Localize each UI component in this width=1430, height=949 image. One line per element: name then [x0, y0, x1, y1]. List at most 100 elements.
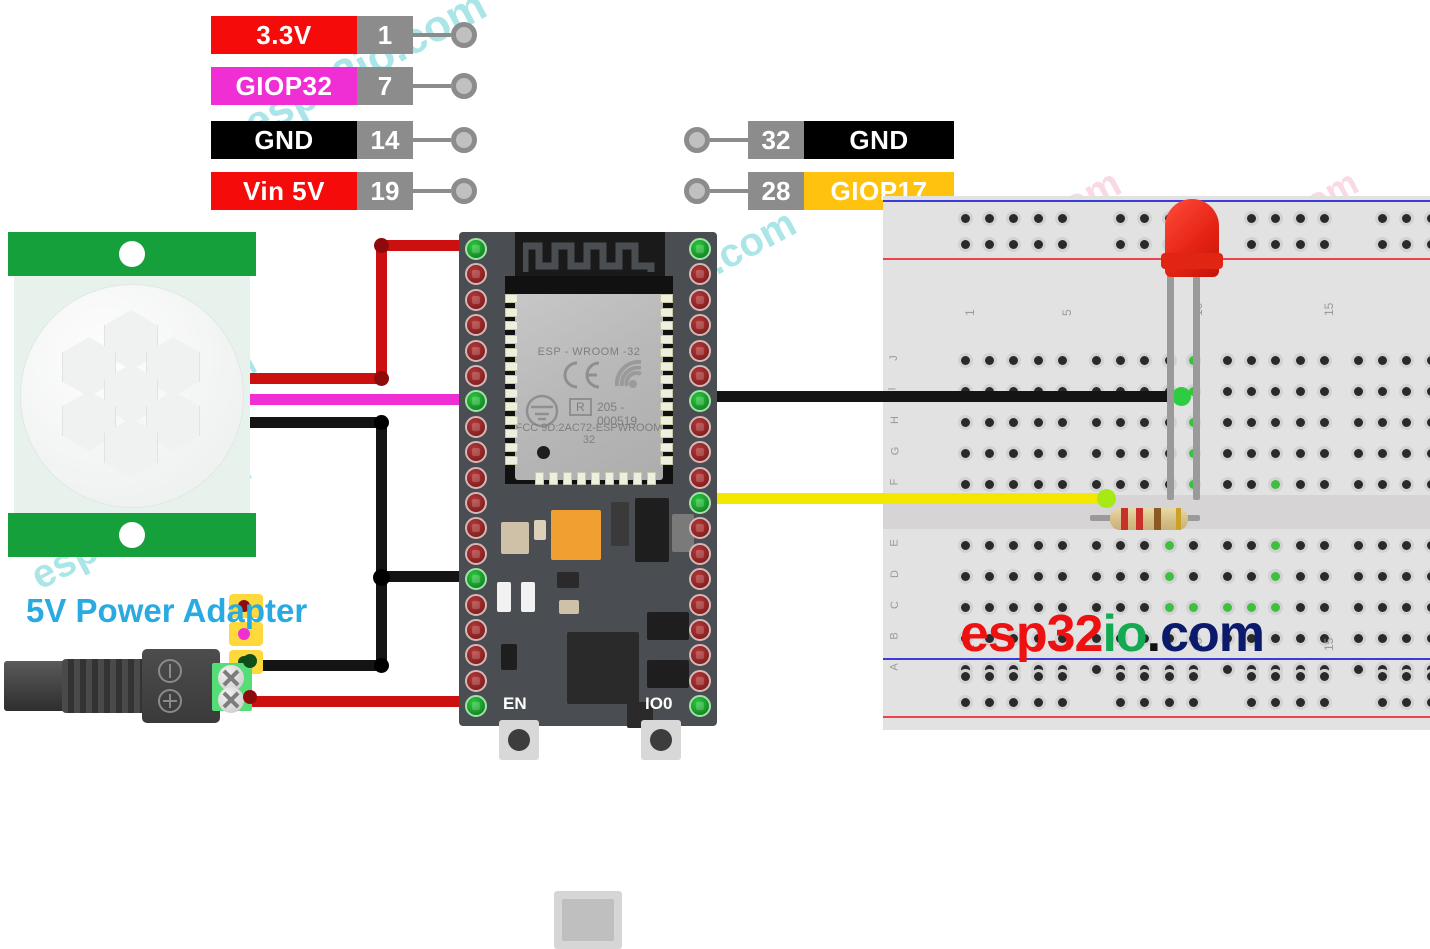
breadboard-hole[interactable]: [1354, 634, 1363, 643]
breadboard-hole[interactable]: [1033, 214, 1043, 223]
breadboard-hole[interactable]: [1164, 665, 1174, 674]
breadboard-hole[interactable]: [961, 214, 970, 223]
breadboard-hole[interactable]: [1247, 418, 1257, 427]
breadboard-hole[interactable]: [1057, 480, 1067, 489]
breadboard-hole[interactable]: [1116, 449, 1126, 458]
breadboard-hole[interactable]: [1354, 418, 1363, 427]
breadboard-hole[interactable]: [1223, 418, 1232, 427]
esp32-pin-12[interactable]: [465, 517, 487, 540]
breadboard-hole[interactable]: [1402, 634, 1412, 643]
breadboard-hole[interactable]: [1319, 572, 1329, 581]
breadboard-hole[interactable]: [1116, 480, 1126, 489]
esp32-pin-17[interactable]: [465, 644, 487, 667]
breadboard-hole[interactable]: [985, 603, 995, 612]
breadboard-hole[interactable]: [1354, 541, 1363, 550]
breadboard-hole[interactable]: [1295, 672, 1305, 681]
breadboard-hole[interactable]: [1057, 672, 1067, 681]
breadboard-hole[interactable]: [1354, 356, 1363, 365]
breadboard-hole[interactable]: [1271, 541, 1281, 550]
breadboard-hole[interactable]: [1295, 665, 1305, 674]
breadboard-hole[interactable]: [1319, 356, 1329, 365]
breadboard-hole[interactable]: [1426, 356, 1430, 365]
breadboard-hole[interactable]: [1319, 214, 1329, 223]
breadboard-hole[interactable]: [1247, 480, 1257, 489]
breadboard-hole[interactable]: [1271, 480, 1281, 489]
breadboard-hole[interactable]: [1247, 449, 1257, 458]
breadboard-hole[interactable]: [1378, 449, 1388, 458]
breadboard-hole[interactable]: [1378, 418, 1388, 427]
io0-button[interactable]: [641, 720, 681, 760]
breadboard-hole[interactable]: [1378, 356, 1388, 365]
breadboard-hole[interactable]: [1033, 356, 1043, 365]
esp32-pin-18[interactable]: [465, 669, 487, 692]
breadboard-hole[interactable]: [1426, 603, 1430, 612]
breadboard-hole[interactable]: [1223, 541, 1232, 550]
breadboard-hole[interactable]: [1092, 449, 1101, 458]
esp32-pin-8[interactable]: [465, 415, 487, 438]
breadboard-hole[interactable]: [1402, 214, 1412, 223]
breadboard-hole[interactable]: [1223, 356, 1232, 365]
breadboard-hole[interactable]: [1009, 572, 1019, 581]
breadboard-hole[interactable]: [1164, 603, 1174, 612]
breadboard-hole[interactable]: [1033, 572, 1043, 581]
breadboard-hole[interactable]: [1033, 480, 1043, 489]
breadboard-hole[interactable]: [961, 603, 970, 612]
en-button[interactable]: [499, 720, 539, 760]
breadboard-hole[interactable]: [1092, 356, 1101, 365]
esp32-pin-16[interactable]: [689, 619, 711, 641]
breadboard-hole[interactable]: [985, 665, 995, 674]
esp32-pin-2[interactable]: [465, 263, 487, 286]
esp32-pin-6[interactable]: [465, 365, 487, 387]
breadboard-hole[interactable]: [1295, 214, 1305, 223]
breadboard-hole[interactable]: [1009, 672, 1019, 681]
breadboard-hole[interactable]: [1033, 634, 1043, 643]
breadboard-hole[interactable]: [1247, 672, 1257, 681]
breadboard-hole[interactable]: [1271, 603, 1281, 612]
breadboard-hole[interactable]: [1378, 240, 1388, 249]
breadboard-hole[interactable]: [1247, 698, 1257, 707]
breadboard-hole[interactable]: [1319, 480, 1329, 489]
breadboard-hole[interactable]: [1247, 387, 1257, 396]
breadboard-hole[interactable]: [1223, 449, 1232, 458]
breadboard-hole[interactable]: [961, 541, 970, 550]
breadboard-hole[interactable]: [1223, 572, 1232, 581]
breadboard-hole[interactable]: [1116, 356, 1126, 365]
breadboard-hole[interactable]: [1009, 634, 1019, 643]
breadboard-hole[interactable]: [1354, 387, 1363, 396]
breadboard-hole[interactable]: [1140, 603, 1150, 612]
breadboard-hole[interactable]: [1354, 603, 1363, 612]
esp32-pin-8[interactable]: [689, 415, 711, 438]
breadboard-hole[interactable]: [1057, 418, 1067, 427]
breadboard-hole[interactable]: [1009, 541, 1019, 550]
breadboard-hole[interactable]: [1271, 214, 1281, 223]
breadboard-hole[interactable]: [1271, 665, 1281, 674]
breadboard-hole[interactable]: [985, 449, 995, 458]
breadboard-hole[interactable]: [1057, 698, 1067, 707]
esp32-pin-19[interactable]: [465, 695, 487, 718]
breadboard-hole[interactable]: [1116, 541, 1126, 550]
breadboard-hole[interactable]: [1092, 541, 1101, 550]
breadboard-hole[interactable]: [1057, 541, 1067, 550]
breadboard-hole[interactable]: [1378, 387, 1388, 396]
esp32-pin-3[interactable]: [465, 288, 487, 311]
breadboard-hole[interactable]: [1164, 698, 1174, 707]
breadboard-hole[interactable]: [961, 240, 970, 249]
breadboard-hole[interactable]: [1402, 418, 1412, 427]
breadboard-hole[interactable]: [985, 672, 995, 681]
breadboard-hole[interactable]: [961, 449, 970, 458]
breadboard-hole[interactable]: [1295, 698, 1305, 707]
breadboard-hole[interactable]: [1247, 603, 1257, 612]
breadboard-hole[interactable]: [1247, 572, 1257, 581]
breadboard-hole[interactable]: [1140, 572, 1150, 581]
esp32-pin-1[interactable]: [465, 238, 487, 260]
breadboard-hole[interactable]: [1319, 634, 1329, 643]
breadboard-hole[interactable]: [1426, 480, 1430, 489]
breadboard-hole[interactable]: [1271, 449, 1281, 458]
breadboard-hole[interactable]: [1378, 634, 1388, 643]
breadboard-hole[interactable]: [1223, 665, 1232, 674]
breadboard-hole[interactable]: [1116, 214, 1126, 223]
breadboard-hole[interactable]: [1319, 698, 1329, 707]
esp32-pin-7[interactable]: [465, 390, 487, 413]
breadboard-hole[interactable]: [1319, 240, 1329, 249]
breadboard-hole[interactable]: [1057, 665, 1067, 674]
